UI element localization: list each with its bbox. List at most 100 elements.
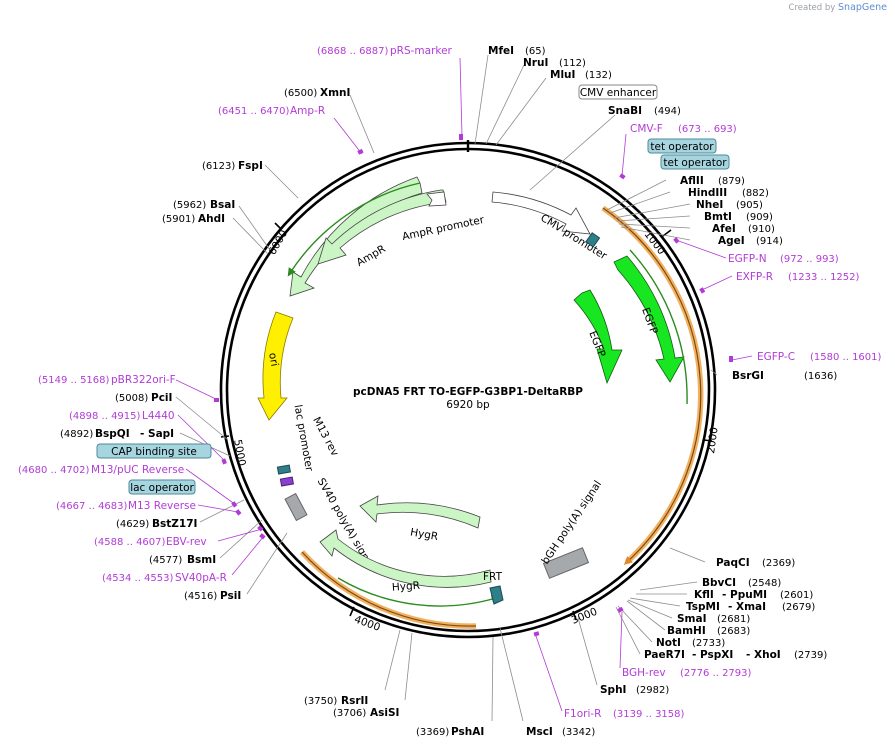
primer-f1ori-r: F1ori-R <box>564 708 601 720</box>
site-pcii: PciI <box>151 392 172 404</box>
snapgene-branding: Created by SnapGene <box>789 2 887 13</box>
site-agei-pos: (914) <box>756 236 783 247</box>
primer-egfp-c-range: (1580 .. 1601) <box>810 352 882 363</box>
site-smai: SmaI <box>677 613 707 625</box>
site-bspqi-pos: (4892) <box>60 429 93 440</box>
site-paer7i: PaeR7I <box>644 649 685 661</box>
site-snabi: SnaBI <box>608 105 642 117</box>
feature-bgh-polya <box>542 547 590 579</box>
primer-labels: (6868 .. 6887) pRS-marker (6451 .. 6470)… <box>18 45 882 720</box>
primer-sv40pa-r-range: (4534 .. 4553) <box>102 573 174 584</box>
site-bstz17i: BstZ17I <box>152 518 197 530</box>
primer-egfp-c: EGFP-C <box>757 351 795 363</box>
site-agei: AgeI <box>718 235 745 247</box>
label-cmv-enhancer: CMV enhancer <box>580 87 657 99</box>
box-cmv-enhancer <box>578 84 658 100</box>
primer-sv40pa-r: SV40pA-R <box>175 572 227 584</box>
primer-prs-marker: pRS-marker <box>390 45 453 57</box>
box-lac-operator <box>128 479 196 495</box>
site-asisi-pos: (3706) <box>333 708 366 719</box>
primer-m13-puc-reverse: M13/pUC Reverse <box>91 464 184 476</box>
site-xmai: - XmaI <box>728 601 766 613</box>
primer-leaders <box>175 57 753 712</box>
primer-egfp-n-range: (972 .. 993) <box>780 254 839 265</box>
site-bsai-pos: (5962) <box>173 200 206 211</box>
site-mfei: MfeI <box>488 45 514 57</box>
primer-marks <box>214 134 733 637</box>
tick-label-4000: 4000 <box>353 613 382 633</box>
primer-pbr322ori-f-range: (5149 .. 5168) <box>38 375 110 386</box>
site-xhoi: - XhoI <box>746 649 781 661</box>
primer-cmv-f-range: (673 .. 693) <box>678 124 737 135</box>
primer-egfp-n: EGFP-N <box>728 253 767 265</box>
site-labels: MfeI (65) NruI (112) MluI (132) SnaBI (4… <box>60 45 837 738</box>
m13-primer-mark <box>279 476 295 487</box>
primer-m13-puc-reverse-range: (4680 .. 4702) <box>18 465 90 476</box>
tet-operator-mark <box>585 232 601 248</box>
site-mlui-pos: (132) <box>585 70 612 81</box>
feature-egfp-1 <box>573 289 623 385</box>
primer-bgh-rev: BGH-rev <box>622 667 666 679</box>
label-lac-operator: lac operator <box>130 482 194 494</box>
site-xmni: XmnI <box>320 87 350 99</box>
site-aflii-pos: (879) <box>718 176 745 187</box>
site-kfli-pos: (2601) <box>780 590 813 601</box>
feature-cmv-promoter <box>491 191 591 235</box>
orange-arc-hyg <box>299 550 477 629</box>
site-nrui: NruI <box>523 57 548 69</box>
site-sapi: - SapI <box>140 428 174 440</box>
primer-exfp-r-range: (1233 .. 1252) <box>788 272 860 283</box>
site-bsmi: BsmI <box>187 554 216 566</box>
label-ori: ori <box>266 352 280 368</box>
primer-amp-r-range: (6451 .. 6470) <box>218 106 290 117</box>
feature-hygr-1 <box>359 495 481 529</box>
site-mfei-pos: (65) <box>525 46 546 57</box>
primer-l4440: L4440 <box>142 410 175 422</box>
branding-prefix: Created by <box>788 3 836 13</box>
site-psii-pos: (4516) <box>184 591 217 602</box>
site-bsrgi: BsrGI <box>732 370 764 382</box>
feature-hygr-2 <box>319 529 492 588</box>
site-sphi: SphI <box>600 684 626 696</box>
ampr-strand-line <box>287 182 421 277</box>
site-snabi-pos: (494) <box>654 106 681 117</box>
site-afei-pos: (910) <box>748 224 775 235</box>
lac-operator-mark <box>276 464 292 475</box>
site-pshai-pos: (3369) <box>416 727 449 738</box>
site-ahdi-pos: (5901) <box>162 214 195 225</box>
site-leaders <box>175 54 718 722</box>
site-rsrii-pos: (3750) <box>304 696 337 707</box>
plasmid-name: pcDNA5 FRT TO-EGFP-G3BP1-DeltaRBP <box>353 386 583 398</box>
site-msci-pos: (3342) <box>562 727 595 738</box>
primer-amp-r: Amp-R <box>290 105 325 117</box>
site-asisi: AsiSI <box>370 707 399 719</box>
site-nhei-pos: (905) <box>736 200 763 211</box>
primer-l4440-range: (4898 .. 4915) <box>69 411 141 422</box>
site-pspxi: - PspXI <box>692 649 733 661</box>
site-mlui: MluI <box>550 69 575 81</box>
site-kfli: KflI <box>694 589 714 601</box>
site-hindiii-pos: (882) <box>742 188 769 199</box>
site-bsrgi-pos: (1636) <box>804 371 837 382</box>
primer-bgh-rev-range: (2776 .. 2793) <box>680 668 752 679</box>
label-m13-rev: M13 rev <box>310 415 341 458</box>
tick-label-3000: 3000 <box>570 606 599 627</box>
primer-pbr322ori-f: pBR322ori-F <box>111 374 176 386</box>
site-bstz17i-pos: (4629) <box>116 519 149 530</box>
primer-exfp-r: EXFP-R <box>736 271 773 283</box>
site-pcii-pos: (5008) <box>115 393 148 404</box>
site-nrui-pos: (112) <box>559 58 586 69</box>
label-ampr-promoter: AmpR promoter <box>401 214 486 243</box>
orange-arc-hyg-line <box>301 551 477 627</box>
box-cap-binding-site <box>96 443 212 459</box>
label-lac-promoter: lac promoter <box>292 404 316 473</box>
label-hygr-2: HygR <box>392 580 421 594</box>
site-aflii: AflII <box>680 175 704 187</box>
feature-sv40-polya <box>284 492 308 522</box>
site-psii: PsiI <box>220 590 241 602</box>
boxed-labels: CMV enhancer tet operator tet operator C… <box>96 84 730 495</box>
primer-cmv-f: CMV-F <box>630 123 663 135</box>
site-bsai: BsaI <box>210 199 235 211</box>
label-tet-operator-2: tet operator <box>663 157 727 169</box>
